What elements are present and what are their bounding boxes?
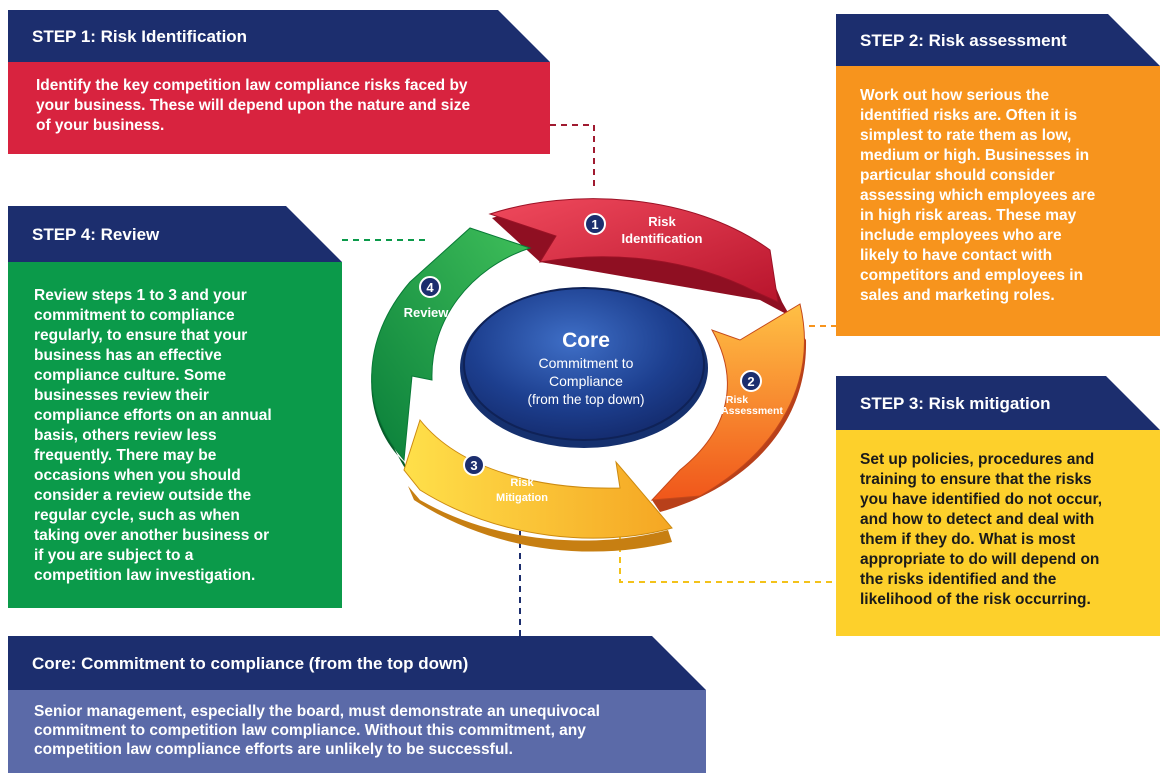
core-body: Senior management, especially the board,…	[8, 690, 706, 773]
core-header: Core: Commitment to compliance (from the…	[8, 636, 706, 690]
core-center-line1: Commitment to	[539, 355, 634, 371]
segment-2-badge: 2	[740, 370, 762, 392]
step1-text: Identify the key competition law complia…	[36, 77, 471, 134]
core-title: Core: Commitment to compliance (from the…	[32, 653, 469, 673]
segment-2-number: 2	[747, 374, 754, 389]
step2-header: STEP 2: Risk assessment	[836, 14, 1160, 66]
segment-1-label1: Risk	[648, 214, 676, 229]
segment-3-label1: Risk	[510, 477, 534, 489]
step4-header: STEP 4: Review	[8, 206, 342, 262]
step2-panel: STEP 2: Risk assessment Work out how ser…	[836, 14, 1160, 336]
segment-3-number: 3	[470, 458, 477, 473]
core-center-title: Core	[562, 329, 610, 352]
step2-body: Work out how serious the identified risk…	[836, 66, 1160, 336]
connector-step1	[550, 124, 595, 188]
step4-title: STEP 4: Review	[32, 224, 160, 244]
cycle-segment-2	[650, 303, 805, 501]
core-center-ellipse	[463, 287, 705, 441]
segment-1-label2: Identification	[622, 231, 703, 246]
step4-body: Review steps 1 to 3 and your commitment …	[8, 262, 342, 608]
cycle-segment-4	[371, 227, 532, 462]
step3-panel: STEP 3: Risk mitigation Set up policies,…	[836, 376, 1160, 636]
segment-3-label2: Mitigation	[496, 492, 548, 504]
step3-header: STEP 3: Risk mitigation	[836, 376, 1160, 430]
step1-body: Identify the key competition law complia…	[8, 62, 550, 154]
step3-title: STEP 3: Risk mitigation	[860, 393, 1051, 413]
step4-panel: STEP 4: Review Review steps 1 to 3 and y…	[8, 206, 342, 608]
segment-4-label1: Review	[404, 305, 450, 320]
cycle-segment-3	[403, 418, 673, 539]
step3-body: Set up policies, procedures and training…	[836, 430, 1160, 636]
connector-step3	[619, 535, 836, 583]
segment-1-badge: 1	[584, 213, 606, 235]
step1-title: STEP 1: Risk Identification	[32, 26, 248, 46]
step1-panel: STEP 1: Risk Identification Identify the…	[8, 10, 550, 154]
segment-2-label1: Risk	[726, 394, 748, 406]
core-text: Senior management, especially the board,…	[34, 703, 600, 758]
core-panel: Core: Commitment to compliance (from the…	[8, 636, 706, 773]
segment-3-badge: 3	[463, 454, 485, 476]
cycle-segment-1	[488, 198, 779, 303]
segment-2-label2: Assessment	[721, 405, 783, 417]
step1-header: STEP 1: Risk Identification	[8, 10, 550, 62]
core-center-line2: Compliance	[549, 373, 623, 389]
core-center-line3: (from the top down)	[527, 392, 644, 407]
step2-title: STEP 2: Risk assessment	[860, 30, 1067, 50]
step4-text: Review steps 1 to 3 and your commitment …	[34, 287, 272, 584]
segment-4-badge: 4	[419, 276, 441, 298]
segment-1-number: 1	[591, 217, 598, 232]
segment-4-number: 4	[426, 280, 434, 295]
step2-text: Work out how serious the identified risk…	[860, 87, 1096, 304]
step3-text: Set up policies, procedures and training…	[860, 451, 1102, 608]
